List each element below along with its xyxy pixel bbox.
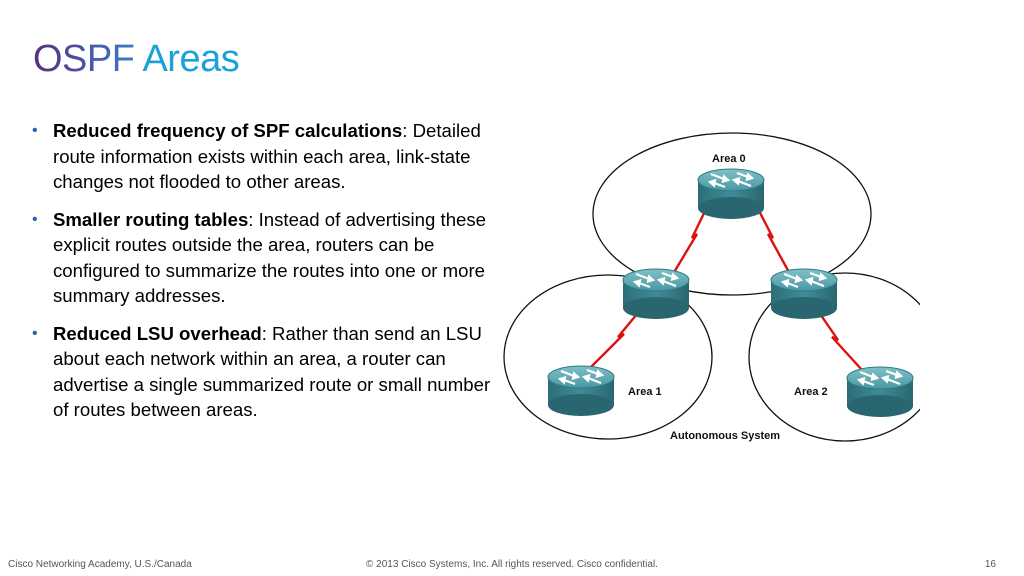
router-icon	[769, 267, 839, 321]
bullet-dot: •	[32, 210, 38, 228]
area1-label: Area 1	[628, 386, 662, 398]
area2-label: Area 2	[794, 386, 828, 398]
router-icon	[696, 167, 766, 221]
bullet-text: : Detailed route information exists with…	[53, 120, 481, 192]
bullet-list: • Reduced frequency of SPF calculations:…	[30, 118, 505, 435]
bullet-heading: Reduced frequency of SPF calculations	[53, 120, 403, 141]
footer-left: Cisco Networking Academy, U.S./Canada	[8, 559, 192, 570]
serial-link	[754, 204, 792, 275]
page-number: 16	[984, 559, 996, 570]
area0-boundary	[592, 132, 872, 296]
bullet-text: : Instead of advertising these explicit …	[53, 208, 487, 307]
bullet-text: : Rather than send an LSU about each net…	[53, 322, 491, 421]
router-icon	[845, 365, 915, 419]
bullet-item: • Reduced frequency of SPF calculations:…	[30, 118, 505, 195]
serial-link	[589, 307, 643, 369]
area2-boundary	[748, 272, 920, 442]
ospf-area-diagram: Area 0 Area 1 Area 2 Autonomous System	[503, 132, 920, 442]
router-icon	[621, 267, 691, 321]
footer-copyright: © 2013 Cisco Systems, Inc. All rights re…	[366, 559, 658, 570]
serial-link	[815, 307, 863, 371]
bullet-heading: Smaller routing tables	[53, 208, 249, 230]
page-title: OSPF Areas	[33, 34, 240, 84]
area0-label: Area 0	[712, 153, 746, 165]
bullet-dot: •	[32, 324, 38, 342]
router-icon	[546, 364, 616, 418]
bullet-heading: Reduced LSU overhead	[53, 322, 262, 344]
title-ospf: OSPF	[33, 38, 135, 80]
bullet-item: • Reduced LSU overhead: Rather than send…	[30, 321, 505, 423]
bullet-dot: •	[32, 122, 38, 139]
serial-link	[671, 204, 710, 275]
title-areas: Areas	[142, 38, 240, 80]
area1-boundary	[503, 274, 713, 440]
autonomous-system-label: Autonomous System	[670, 430, 780, 442]
bullet-item: • Smaller routing tables: Instead of adv…	[30, 207, 505, 309]
